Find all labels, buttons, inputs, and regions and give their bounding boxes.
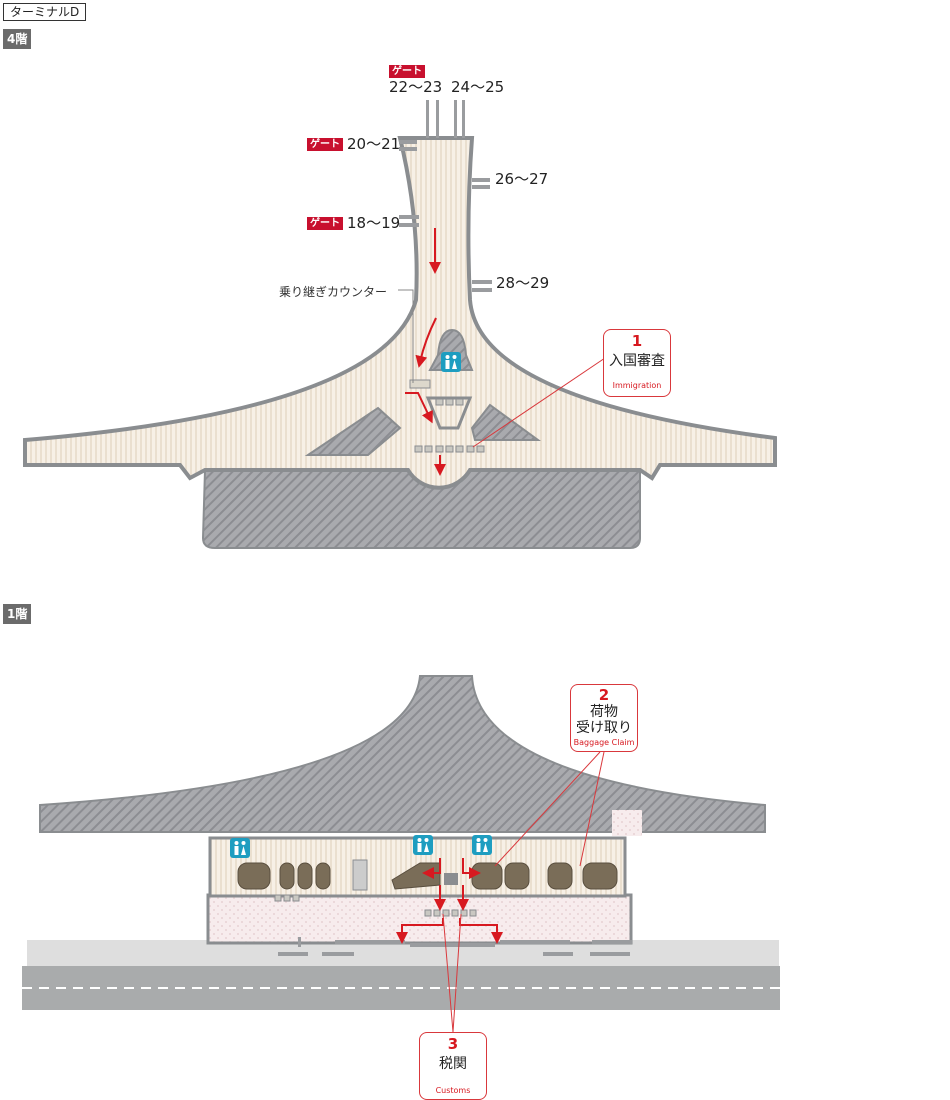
callout-baggage-claim: 2 荷物 受け取り Baggage Claim (570, 684, 638, 752)
curb-segments (278, 937, 632, 956)
gate-20-21: 20〜21 (347, 135, 401, 153)
callout-number: 3 (447, 1035, 459, 1053)
restroom-icon (472, 835, 492, 855)
restroom-icon (230, 838, 250, 858)
restroom-icon (441, 352, 461, 372)
transfer-counter (409, 379, 431, 389)
flow-arrows-4f (405, 228, 446, 476)
callout-immigration: 1 入国審査 Immigration (603, 329, 671, 397)
callout-en: Baggage Claim (573, 738, 635, 747)
restroom-icon (413, 835, 433, 855)
apron-building-4f (201, 469, 641, 549)
callout-jp: 税関 (439, 1056, 467, 1072)
callout-en: Immigration (612, 381, 662, 390)
restroom-alcove (428, 328, 474, 371)
gate-18-19: 18〜19 (347, 214, 401, 232)
block-left (304, 406, 402, 456)
building-1f-upper (39, 675, 766, 833)
callout-customs: 3 税関 Customs (419, 1032, 487, 1100)
baggage-carousels (237, 862, 618, 890)
booth-vee (425, 396, 473, 430)
arrival-hall (206, 893, 633, 945)
floor-4f-concourse (23, 136, 777, 490)
gate-22-23: 22〜23 (389, 78, 443, 96)
gate-24-25: 24〜25 (451, 78, 505, 96)
callout-jp-line1: 荷物 (590, 704, 618, 720)
gate-tag: ゲート (307, 138, 343, 151)
immigration-leader (472, 357, 606, 448)
callout-number: 1 (631, 332, 643, 350)
callout-number: 2 (598, 686, 610, 704)
gate-tag: ゲート (389, 65, 425, 78)
escalator-1f (352, 859, 368, 891)
gate-tag: ゲート (307, 217, 343, 230)
gate-stubs (399, 100, 492, 292)
callout-jp: 入国審査 (609, 353, 665, 369)
callout-jp-line2: 受け取り (576, 720, 632, 736)
block-right (470, 403, 542, 441)
transfer-leader-line (398, 289, 414, 383)
terminal-label: ターミナルD (3, 3, 87, 21)
floor-4f-label: 4階 (3, 29, 32, 49)
callout-leaders-1f (442, 751, 605, 1033)
floor-1f-label: 1階 (3, 604, 32, 624)
callout-en: Customs (435, 1086, 471, 1095)
gate-26-27: 26〜27 (495, 170, 549, 188)
transfer-counter-label: 乗り継ぎカウンター (279, 285, 388, 299)
gate-28-29: 28〜29 (496, 274, 550, 292)
